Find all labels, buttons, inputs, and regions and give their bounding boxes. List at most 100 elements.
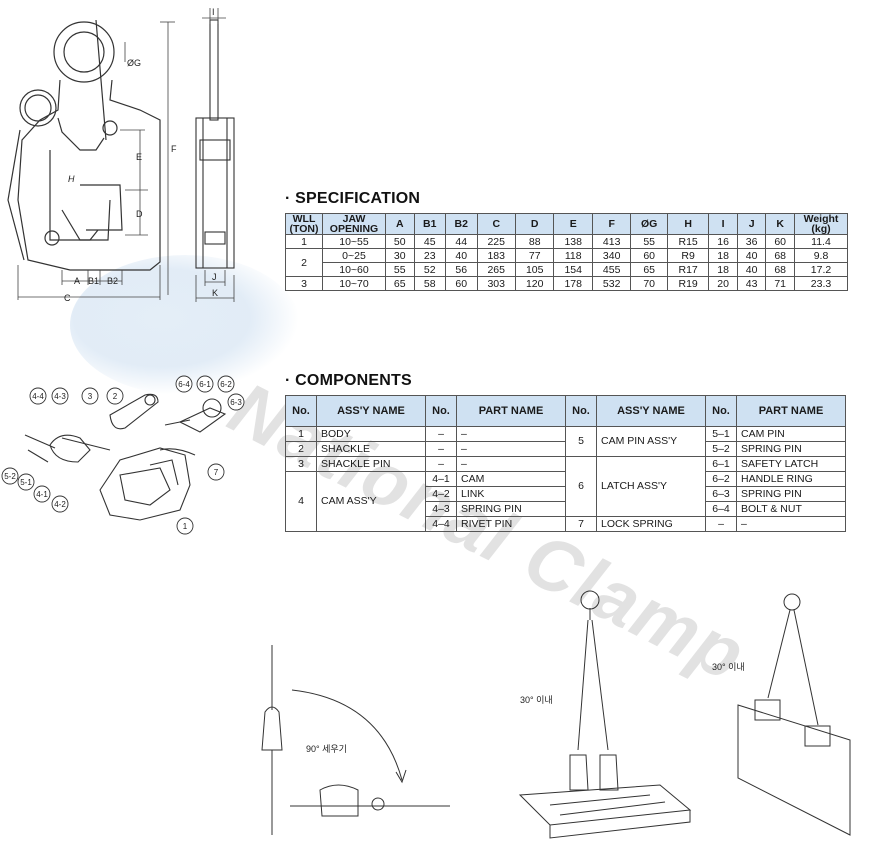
spec-cell: 10~70	[322, 276, 386, 291]
spec-cell: 0~25	[322, 248, 386, 263]
components-title: · COMPONENTS	[285, 372, 412, 389]
comp-row: 4–3 SPRING PIN 6–4 BOLT & NUT	[286, 501, 846, 517]
exploded-view-drawing: 4-4 4-3 3 2 6-4 6-1 6-2 6-3 5-2 5-1 4-1 …	[1, 375, 245, 535]
spec-cell: 60	[445, 276, 478, 291]
spec-header: Weight (kg)	[794, 213, 848, 235]
spec-cell: 68	[765, 262, 795, 277]
comp-header: ASS'Y NAME	[596, 395, 706, 427]
comp-part-no: 6–2	[705, 471, 737, 487]
spec-cell: 55	[385, 262, 415, 277]
spec-cell: 303	[476, 276, 516, 291]
callout-6-2: 6-2	[220, 380, 232, 389]
dim-g: ØG	[127, 58, 141, 68]
callout-5-2: 5-2	[4, 472, 16, 481]
spec-cell: 71	[765, 276, 795, 291]
spec-cell: 154	[553, 262, 593, 277]
spec-cell: 9.8	[794, 248, 848, 263]
comp-assy-name: CAM PIN ASS'Y	[596, 426, 706, 457]
comp-part-no: –	[705, 516, 737, 532]
dim-i: I	[212, 7, 215, 17]
comp-part-name: SPRING PIN	[456, 501, 566, 517]
comp-part-no: –	[425, 456, 457, 472]
spec-cell: 138	[553, 234, 593, 249]
spec-cell: 40	[736, 262, 767, 277]
spec-cell: 60	[765, 234, 795, 249]
comp-part-no: –	[425, 441, 457, 457]
spec-cell: 225	[476, 234, 516, 249]
spec-header: I	[708, 213, 738, 235]
spec-cell: R17	[666, 262, 710, 277]
comp-assy-name: SHACKLE	[316, 441, 426, 457]
spec-header: B1	[413, 213, 446, 235]
comp-part-name: –	[736, 516, 846, 532]
comp-no: 7	[565, 516, 597, 532]
comp-header: ASS'Y NAME	[316, 395, 426, 427]
spec-cell: 88	[514, 234, 555, 249]
comp-part-name: HANDLE RING	[736, 471, 846, 487]
spec-cell: 18	[708, 248, 738, 263]
spec-cell: 120	[514, 276, 555, 291]
spec-cell: 23	[413, 248, 446, 263]
spec-cell: 413	[591, 234, 632, 249]
callout-5-1: 5-1	[20, 478, 32, 487]
callout-4-4: 4-4	[32, 392, 44, 401]
comp-assy-name: BODY	[316, 426, 426, 442]
comp-assy-name: LOCK SPRING	[596, 516, 706, 532]
spec-cell: 40	[736, 248, 767, 263]
comp-assy-name: LATCH ASS'Y	[596, 456, 706, 517]
comp-part-no: 6–3	[705, 486, 737, 502]
spec-header: WLL (TON)	[285, 213, 323, 235]
comp-header-row: No. ASS'Y NAME No. PART NAME No. ASS'Y N…	[285, 395, 846, 427]
spec-header: B2	[445, 213, 478, 235]
spec-cell: 10~55	[322, 234, 386, 249]
comp-no: 1	[285, 426, 317, 442]
spec-cell: 340	[591, 248, 632, 263]
spec-header: D	[514, 213, 555, 235]
watermark-swoosh	[70, 255, 300, 395]
comp-row: 4–4 RIVET PIN 7 LOCK SPRING – –	[286, 516, 846, 532]
spec-cell: 50	[385, 234, 415, 249]
dim-e: E	[136, 152, 142, 162]
comp-part-no: 6–4	[705, 501, 737, 517]
comp-part-name: CAM	[456, 471, 566, 487]
dim-b1: B1	[88, 276, 99, 286]
spec-row: 1 10~55 50 45 44 225 88 138 413 55 R15 1…	[285, 234, 848, 249]
comp-header: No.	[565, 395, 597, 427]
dim-d: D	[136, 209, 143, 219]
spec-wll: 1	[285, 234, 323, 249]
dim-c: C	[64, 293, 71, 303]
spec-header: E	[553, 213, 593, 235]
callout-6-4: 6-4	[178, 380, 190, 389]
spec-row: 3 10~70 65 58 60 303 120 178 532 70 R19 …	[285, 276, 848, 291]
usage-plate-lift-illustration: 30° 이내	[712, 593, 851, 836]
spec-header: ØG	[630, 213, 668, 235]
comp-no: 6	[565, 456, 597, 517]
dim-b2: B2	[107, 276, 118, 286]
comp-part-no: 5–2	[705, 441, 737, 457]
spec-wll: 3	[285, 276, 323, 291]
spec-cell: 40	[445, 248, 478, 263]
spec-cell: 20	[708, 276, 738, 291]
callout-4-3: 4-3	[54, 392, 66, 401]
comp-part-no: –	[425, 426, 457, 442]
spec-cell: 11.4	[794, 234, 848, 249]
components-table: No. ASS'Y NAME No. PART NAME No. ASS'Y N…	[285, 395, 846, 532]
callout-3: 3	[88, 392, 93, 401]
comp-no: 5	[565, 426, 597, 457]
spec-row: 2 0~25 30 23 40 183 77 118 340 60 R9 18 …	[285, 248, 848, 277]
usage-beam-lift-illustration: 30° 이내	[518, 590, 692, 839]
comp-no: 3	[285, 456, 317, 472]
spec-cell: 455	[591, 262, 632, 277]
comp-part-name: BOLT & NUT	[736, 501, 846, 517]
comp-assy-name: SHACKLE PIN	[316, 456, 426, 472]
spec-header: JAW OPENING	[322, 213, 386, 235]
comp-part-name: LINK	[456, 486, 566, 502]
comp-row: 3 SHACKLE PIN – – 6 LATCH ASS'Y 6–1 SAFE…	[285, 456, 846, 517]
comp-no: 4	[285, 471, 317, 532]
callout-7: 7	[214, 468, 219, 477]
callout-6-1: 6-1	[199, 380, 211, 389]
comp-header: PART NAME	[456, 395, 566, 427]
comp-part-name: –	[456, 456, 566, 472]
dim-a: A	[74, 276, 80, 286]
spec-cell: 118	[553, 248, 593, 263]
